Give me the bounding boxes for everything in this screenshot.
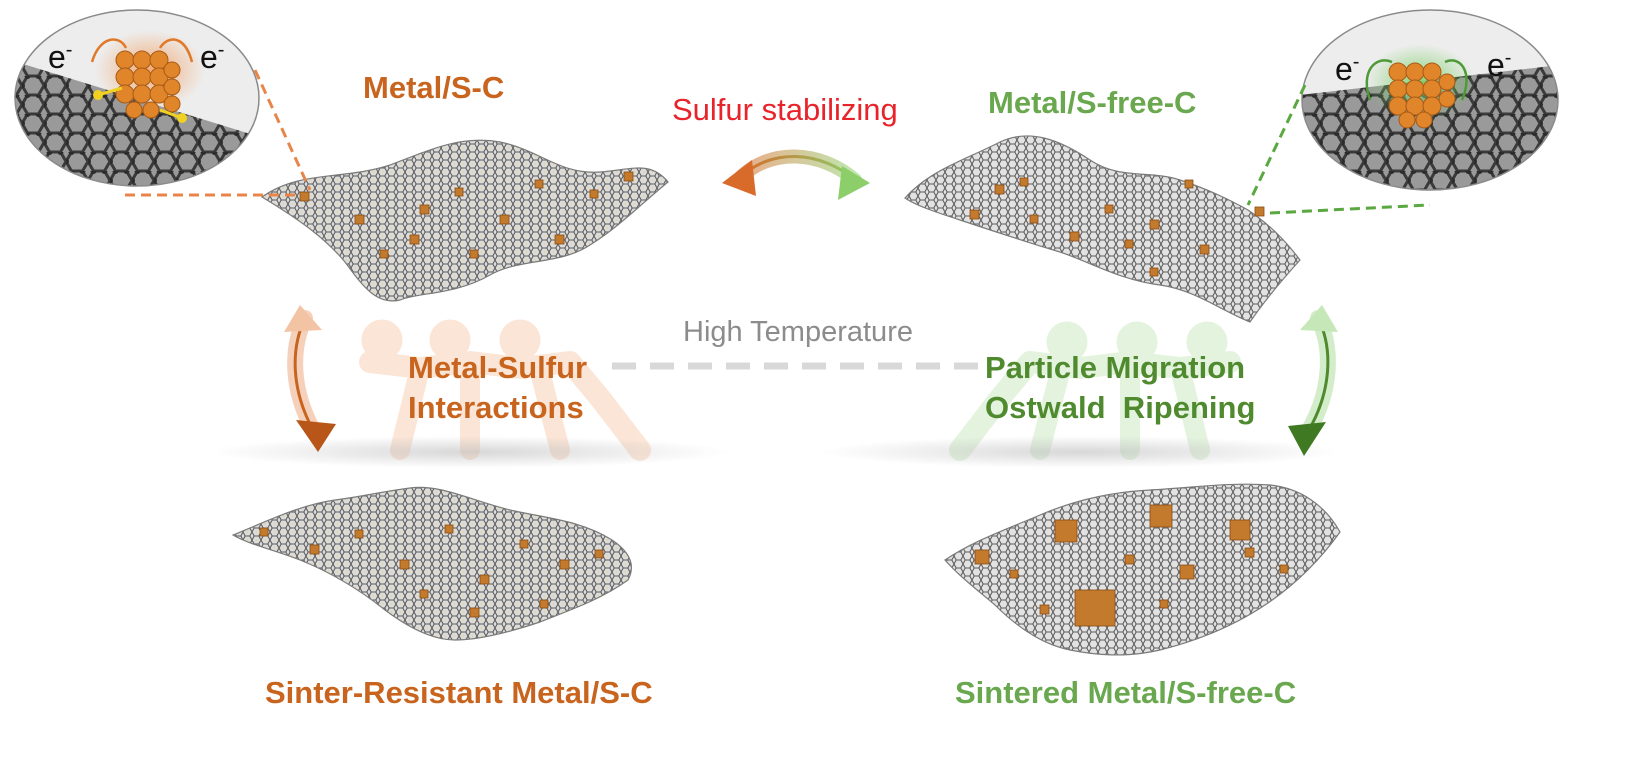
label-sintered: Sintered Metal/S-free-C xyxy=(955,675,1297,710)
inset-right: e- e- xyxy=(1301,9,1559,191)
label-sinter-resistant: Sinter-Resistant Metal/S-C xyxy=(265,675,653,710)
green-double-arrow-icon xyxy=(1288,305,1338,456)
label-sulfur-stabilizing: Sulfur stabilizing xyxy=(672,92,898,127)
graphene-sheet-bottom-left xyxy=(231,486,633,641)
graphene-sheet-top-left xyxy=(260,139,669,302)
label-interactions: Interactions xyxy=(408,390,584,425)
svg-text:e-: e- xyxy=(200,39,224,75)
label-ostwald-ripening: Ostwald Ripening xyxy=(985,390,1256,425)
label-metal-sulfur: Metal-Sulfur xyxy=(408,350,588,385)
graphene-sheet-top-right xyxy=(904,135,1301,323)
sulfur-stabilizing-arrow-icon xyxy=(722,149,870,200)
svg-text:e-: e- xyxy=(1487,47,1511,83)
metal-particles xyxy=(259,171,1289,627)
label-high-temperature: High Temperature xyxy=(683,316,913,348)
inset-left: e- e- xyxy=(14,9,260,187)
orange-double-arrow-icon xyxy=(284,305,336,452)
label-particle-migration: Particle Migration xyxy=(985,350,1246,385)
label-metal-s-c: Metal/S-C xyxy=(363,70,505,105)
svg-text:e-: e- xyxy=(48,39,72,75)
label-metal-s-free-c: Metal/S-free-C xyxy=(988,85,1197,120)
svg-text:e-: e- xyxy=(1335,51,1359,87)
runner-figures-icon xyxy=(359,319,1241,461)
